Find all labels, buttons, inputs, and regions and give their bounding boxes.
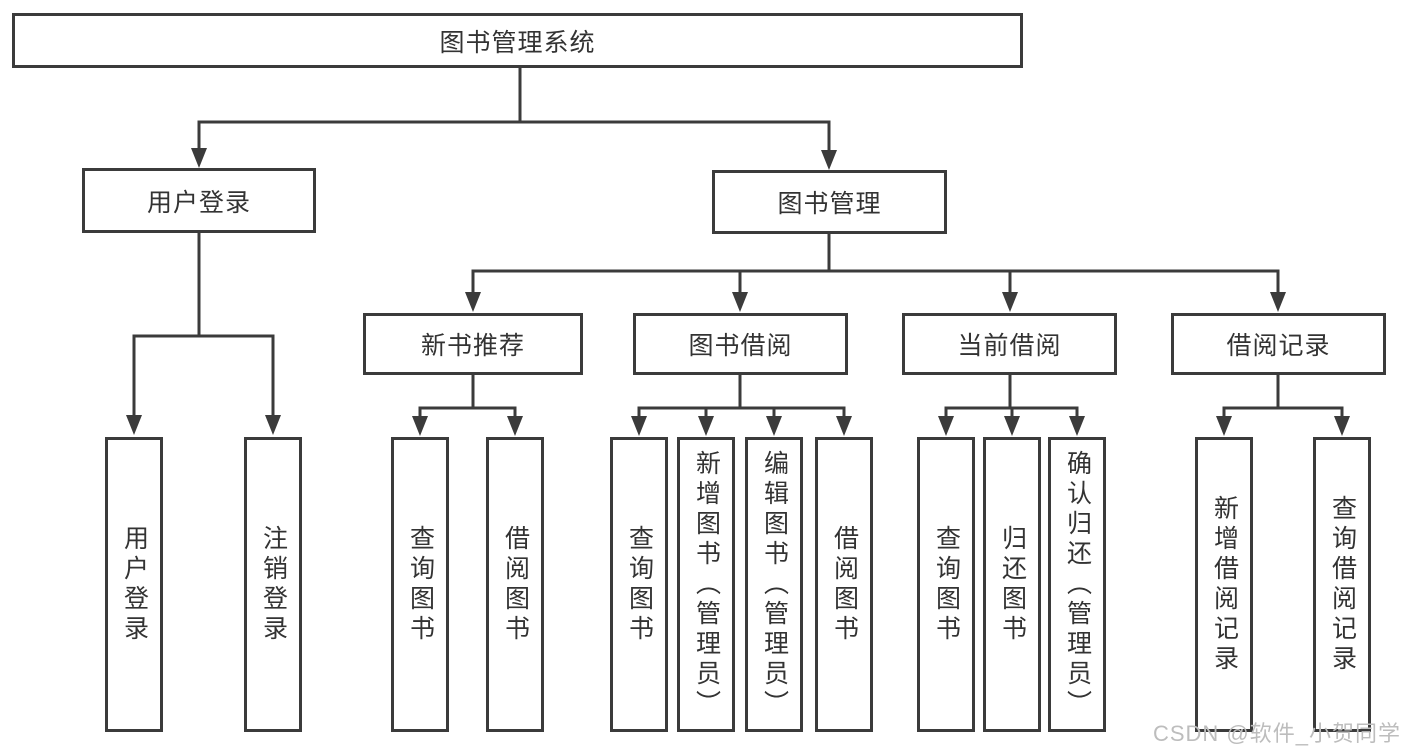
connector-records-to-leaves: [1216, 375, 1350, 436]
leaf-add-book-admin: 新增图书（管理员）: [677, 437, 735, 732]
node-root: 图书管理系统: [12, 13, 1023, 68]
connector-borrow-to-leaves: [631, 375, 852, 436]
leaf-confirm-return-admin: 确认归还（管理员）: [1048, 437, 1106, 732]
leaf-query-borrow-record: 查询借阅记录: [1313, 437, 1371, 732]
connector-user-login-to-leaves: [126, 233, 281, 435]
leaf-current-query-book: 查询图书: [917, 437, 975, 732]
node-user-login: 用户登录: [82, 168, 316, 233]
leaf-logout: 注销登录: [244, 437, 302, 732]
leaf-add-borrow-record: 新增借阅记录: [1195, 437, 1253, 732]
leaf-recommend-query-book: 查询图书: [391, 437, 449, 732]
leaf-borrow-query-book: 查询图书: [610, 437, 668, 732]
leaf-recommend-borrow-book: 借阅图书: [486, 437, 544, 732]
leaf-return-book: 归还图书: [983, 437, 1041, 732]
node-new-book-recommend: 新书推荐: [363, 313, 583, 375]
node-book-management: 图书管理: [712, 170, 947, 234]
watermark: CSDN @软件_小贺同学: [1152, 721, 1401, 746]
leaf-user-login: 用户登录: [105, 437, 163, 732]
connector-root-to-level2: [191, 68, 837, 170]
connector-book-management-to-level3: [465, 234, 1286, 312]
node-borrow-records: 借阅记录: [1171, 313, 1386, 375]
node-current-borrow: 当前借阅: [902, 313, 1117, 375]
leaf-borrow-book: 借阅图书: [815, 437, 873, 732]
connector-recommend-to-leaves: [412, 375, 523, 436]
connector-current-to-leaves: [938, 375, 1085, 436]
node-book-borrow: 图书借阅: [633, 313, 848, 375]
leaf-edit-book-admin: 编辑图书（管理员）: [745, 437, 803, 732]
